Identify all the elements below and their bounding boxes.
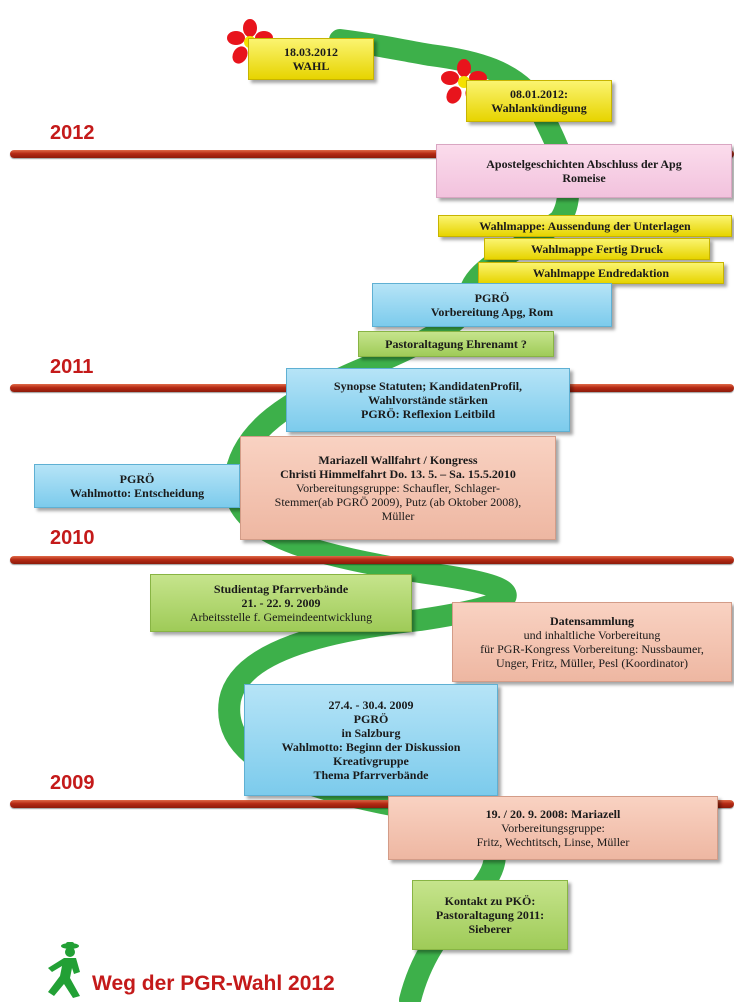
box-salzburg: 27.4. - 30.4. 2009 PGRÖ in Salzburg Wahl… <box>244 684 498 796</box>
year-label-2012: 2012 <box>50 122 95 144</box>
box-wahl: 18.03.2012 WAHL <box>248 38 374 80</box>
box-apostelgeschichten: Apostelgeschichten Abschluss der Apg Rom… <box>436 144 732 198</box>
box-pgroe-rom: PGRÖ Vorbereitung Apg, Rom <box>372 283 612 327</box>
box-wahlmappe-aussendung: Wahlmappe: Aussendung der Unterlagen <box>438 215 732 237</box>
box-mariazell-kongress: Mariazell Wallfahrt / Kongress Christi H… <box>240 436 556 540</box>
timeline-2009 <box>10 800 734 808</box>
box-pastoraltagung: Pastoraltagung Ehrenamt ? <box>358 331 554 357</box>
box-studientag: Studientag Pfarrverbände 21. - 22. 9. 20… <box>150 574 412 632</box>
page-title: Weg der PGR-Wahl 2012 <box>92 972 335 995</box>
walking-man-icon <box>48 942 80 998</box>
timeline-2010 <box>10 556 734 564</box>
timeline-2012 <box>10 150 734 158</box>
box-datensammlung: Datensammlung und inhaltliche Vorbereitu… <box>452 602 732 682</box>
box-kontakt-pkoe: Kontakt zu PKÖ: Pastoraltagung 2011: Sie… <box>412 880 568 950</box>
year-label-2010: 2010 <box>50 527 95 549</box>
year-label-2011: 2011 <box>50 356 94 378</box>
box-synopse: Synopse Statuten; KandidatenProfil, Wahl… <box>286 368 570 432</box>
box-mariazell-2008: 19. / 20. 9. 2008: Mariazell Vorbereitun… <box>388 796 718 860</box>
box-wahlankuendigung: 08.01.2012: Wahlankündigung <box>466 80 612 122</box>
year-label-2009: 2009 <box>50 772 95 794</box>
box-pgroe-wahlmotto: PGRÖ Wahlmotto: Entscheidung <box>34 464 240 508</box>
box-wahlmappe-druck: Wahlmappe Fertig Druck <box>484 238 710 260</box>
box-wahlmappe-endredaktion: Wahlmappe Endredaktion <box>478 262 724 284</box>
